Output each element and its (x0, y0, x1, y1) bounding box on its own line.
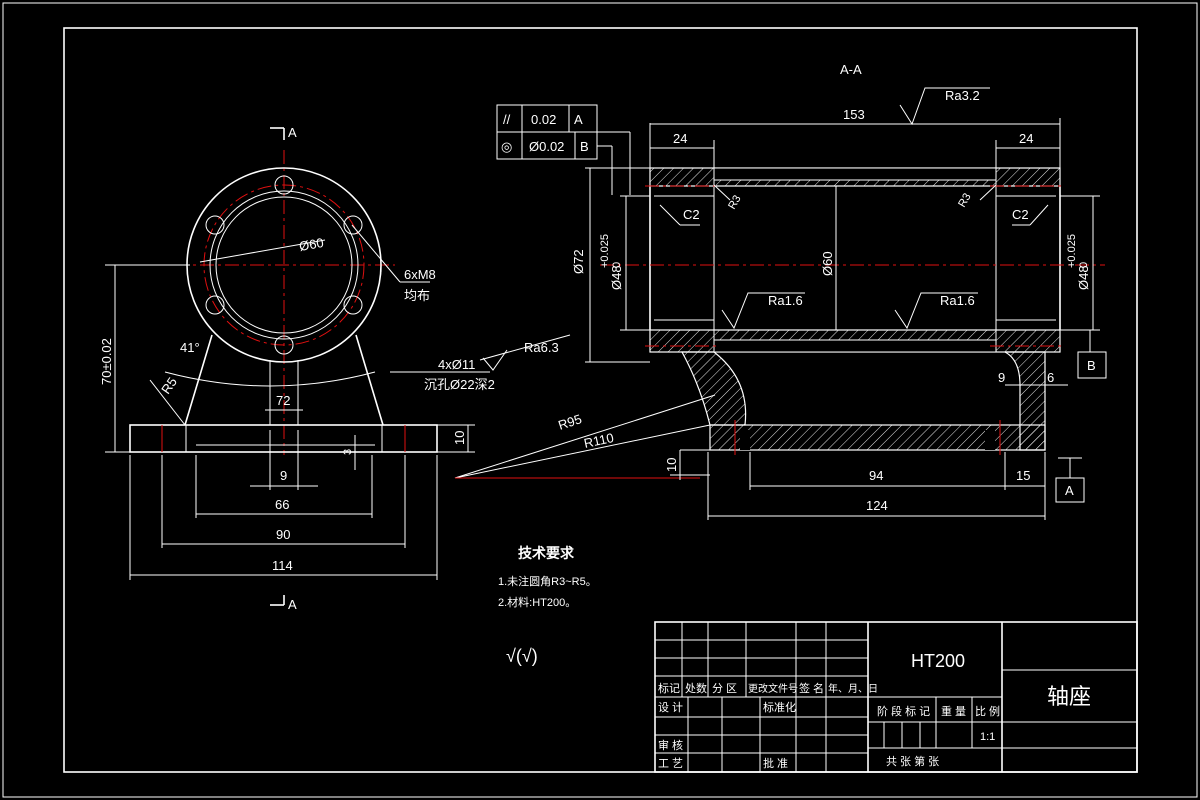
sheets-label: 共 张 第 张 (886, 754, 939, 768)
ra-right-label: Ra1.6 (940, 293, 975, 308)
design-label: 设 计 (658, 701, 683, 714)
base-thk-label: 10 (452, 431, 467, 445)
tech-req-title: 技术要求 (518, 545, 575, 561)
dim-114-label: 114 (272, 558, 293, 573)
cut-mark-bottom: A (288, 597, 297, 612)
section-title: A-A (840, 62, 862, 77)
roughness-top-label: Ra3.2 (945, 88, 980, 103)
tol-value-2: Ø0.02 (529, 139, 564, 154)
tol-datum-1: A (574, 112, 583, 127)
bore-right-dia-label: Ø48 (1076, 265, 1091, 290)
roughness-other: √(√) (506, 646, 538, 666)
web-width-label: 72 (276, 393, 290, 408)
rev-header-sign: 签 名 (799, 681, 824, 695)
dim-94-label: 94 (869, 468, 883, 483)
tol-symbol-concentric: ◎ (501, 139, 512, 154)
rev-header-doc: 更改文件号 (748, 682, 798, 695)
dim-6-label: 6 (1047, 370, 1054, 385)
inner-dia-label: Ø60 (820, 251, 835, 276)
bore-right-tol-upper: +0.025 (1066, 234, 1078, 268)
outer-dia-label: Ø72 (571, 249, 586, 274)
tol-symbol-parallel: // (503, 112, 511, 127)
cut-mark-top: A (288, 125, 297, 140)
dim-66-label: 66 (275, 497, 289, 512)
length-153-label: 153 (843, 107, 865, 122)
approve-label: 批 准 (763, 756, 788, 770)
base-thk-10-label: 10 (664, 458, 679, 472)
process-label: 工 艺 (658, 757, 683, 770)
section-view (454, 87, 1107, 520)
bolt-holes (205, 175, 363, 355)
dim-90-label: 90 (276, 527, 290, 542)
bore-len-right-label: 24 (1019, 131, 1033, 146)
tech-req-item-2: 2.材料:HT200。 (498, 595, 576, 609)
mount-holes-label: 4xØ11 (438, 357, 475, 372)
rev-header-zone: 分 区 (712, 682, 737, 695)
tol-value-1: 0.02 (531, 112, 556, 127)
counterbore-label: 沉孔Ø22深2 (424, 377, 495, 392)
holes-label: 6xM8 (404, 267, 436, 282)
rev-header-count: 处数 (685, 682, 707, 695)
ra-left-label: Ra1.6 (768, 293, 803, 308)
dim-9-label: 9 (998, 370, 1005, 385)
datum-b-label: B (1087, 358, 1096, 373)
holes-note: 均布 (404, 288, 430, 303)
slot-depth-label: 3 (342, 449, 354, 455)
check-label: 审 核 (658, 738, 683, 752)
standardize-label: 标准化 (763, 700, 796, 714)
front-roughness-label: Ra6.3 (524, 340, 559, 355)
chamfer-right-label: C2 (1012, 207, 1029, 222)
dim-15-label: 15 (1016, 468, 1030, 483)
bore-left-dia-label: Ø48 (609, 265, 624, 290)
r110-label: R110 (583, 430, 616, 451)
dim-124-label: 124 (866, 498, 888, 513)
datum-a-label: A (1065, 483, 1074, 498)
tech-req-item-1: 1.未注圆角R3~R5。 (498, 574, 597, 588)
dia-60-label: Ø60 (298, 235, 325, 254)
bore-left-tol-lower: 0 (611, 262, 623, 268)
bore-len-left-label: 24 (673, 131, 687, 146)
fillet-right-label: R3 (956, 191, 973, 209)
slot-width-label: 9 (280, 468, 287, 483)
front-view (105, 127, 571, 606)
title-block (654, 621, 1138, 773)
part-name-label: 轴座 (1047, 684, 1091, 709)
radius-r5-label: R5 (158, 374, 180, 396)
bore-left-tol-upper: +0.025 (599, 234, 611, 268)
material-label: HT200 (911, 651, 965, 671)
center-height-label: 70±0.02 (99, 338, 114, 385)
stage-label: 阶 段 标 记 (877, 704, 930, 718)
tol-datum-2: B (580, 139, 589, 154)
ratio-label: 比 例 (975, 704, 1000, 718)
r95-label: R95 (556, 411, 583, 433)
scale-value: 1:1 (980, 731, 995, 743)
fillet-left-label: R3 (726, 193, 743, 211)
inner-frame (63, 27, 1138, 773)
angle-label: 41° (180, 340, 200, 355)
weight-label: 重 量 (941, 704, 966, 718)
tolerance-frame (496, 104, 631, 195)
chamfer-left-label: C2 (683, 207, 700, 222)
rev-header-date: 年、月、日 (828, 682, 878, 695)
bore-right-tol-lower: 0 (1078, 262, 1090, 268)
rev-header-mark: 标记 (658, 681, 680, 695)
